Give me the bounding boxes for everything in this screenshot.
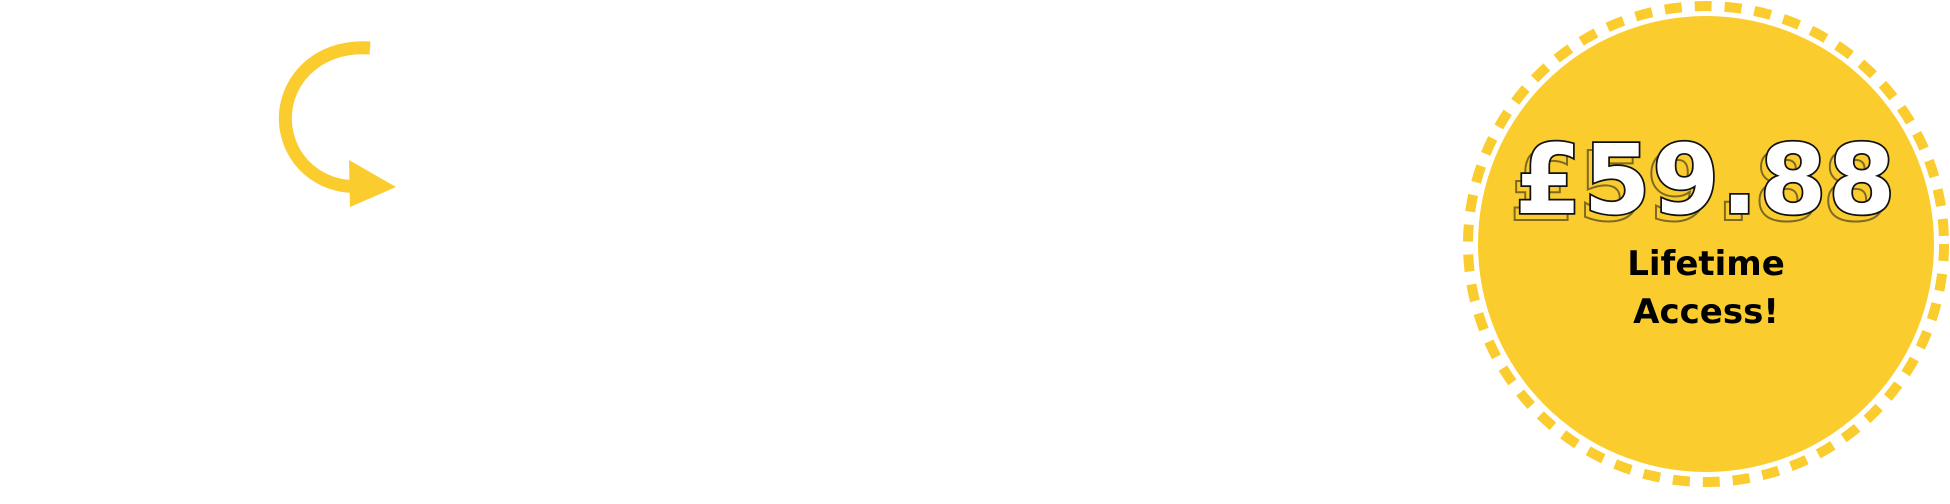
- price-text: £59.88 £59.88: [1508, 124, 1898, 236]
- badge-line-1: Lifetime: [1627, 244, 1785, 284]
- price: £59.88: [1513, 124, 1898, 236]
- badge-circle: [1463, 1, 1949, 487]
- badge-subtitle: Lifetime Access!: [1627, 240, 1785, 336]
- curved-arrow-icon: [270, 30, 410, 220]
- price-shadow: £59.88: [1508, 131, 1892, 243]
- price-badge: £59.88 £59.88 Lifetime Access!: [1462, 0, 1950, 488]
- curved-arrow-icon-svg: [278, 41, 396, 207]
- badge-line-2: Access!: [1633, 292, 1779, 332]
